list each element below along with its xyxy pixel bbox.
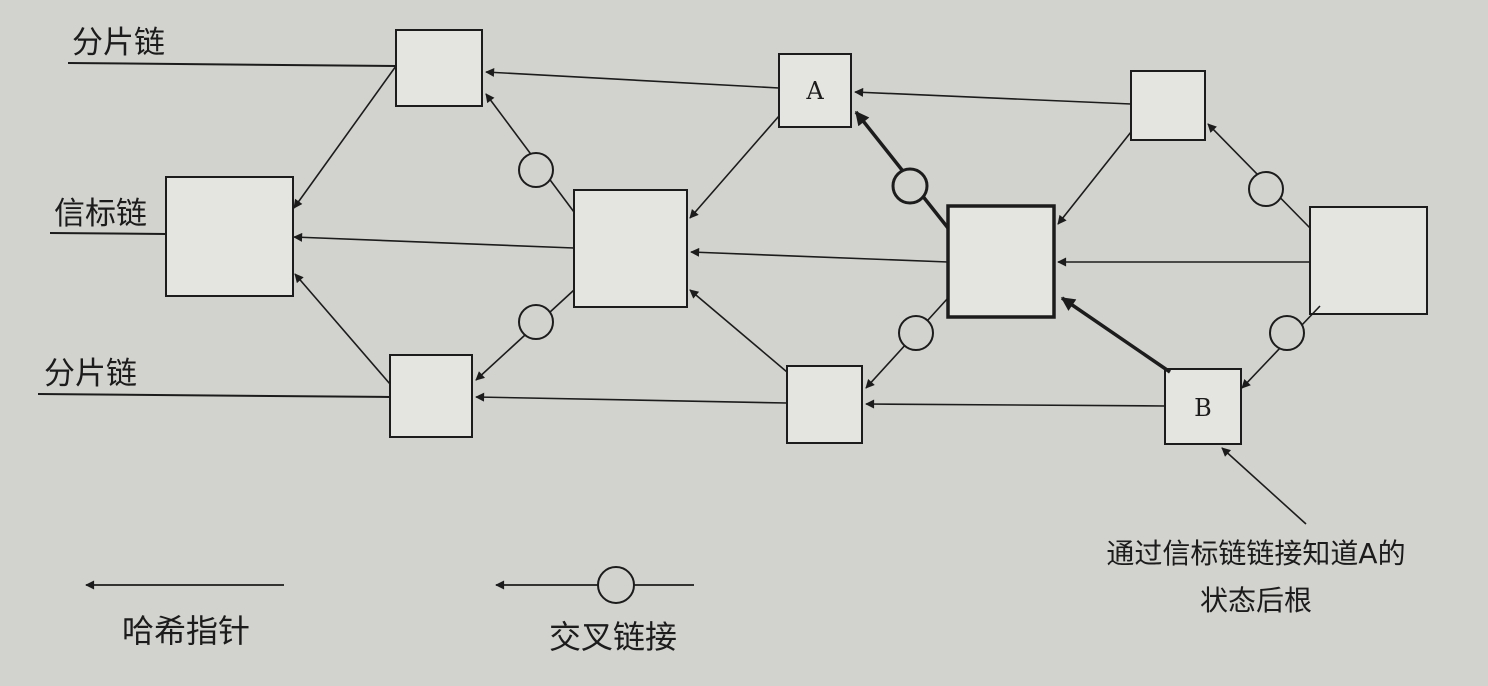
legend-cross-link-label: 交叉链接 (549, 618, 677, 656)
block-b-label: B (1194, 394, 1212, 422)
cross-link (865, 297, 949, 389)
hash-pointer-arrow (475, 392, 788, 404)
hash-pointer-arrows (293, 65, 1310, 525)
block-a-label: A (805, 77, 824, 105)
cross-link (1241, 305, 1321, 389)
annotation-pointer-arrow (1221, 447, 1307, 525)
annotation-line-2: 状态后根 (1200, 584, 1312, 617)
shard-top-block-a (778, 53, 852, 128)
hash-pointer-arrow (485, 67, 780, 89)
hash-pointer-arrow (865, 399, 1166, 409)
chain-label-shard-top: 分片链 (72, 25, 165, 61)
shard-bottom-block-b (1164, 368, 1242, 445)
beacon-block-4 (1309, 206, 1428, 315)
bold-hash-pointer-arrow (1060, 296, 1171, 374)
shard-top-block-3 (1130, 70, 1206, 141)
hash-pointer-arrow (293, 65, 397, 209)
cross-link-bold (854, 110, 950, 230)
blocks (165, 29, 1428, 445)
cross-link-arrows (475, 93, 1321, 389)
hash-pointer-arrow (689, 115, 780, 219)
beacon-block-1 (165, 176, 294, 297)
chain-label-beacon: 信标链 (54, 196, 147, 232)
hash-pointer-arrow (689, 289, 788, 373)
cross-link (1207, 123, 1311, 229)
hash-pointer-arrow (293, 232, 575, 249)
cross-link (475, 289, 575, 381)
annotation-line-1: 通过信标链链接知道A的 (1106, 537, 1405, 570)
hash-pointer-arrow (1057, 131, 1132, 225)
legend-cross-link (495, 566, 694, 604)
chain-label-shard-bottom: 分片链 (44, 356, 137, 392)
hash-pointer-arrow (690, 247, 949, 263)
beacon-block-2 (573, 189, 688, 308)
legend (85, 566, 694, 604)
hash-pointer-arrow (294, 273, 391, 385)
chain-lines (37, 62, 397, 398)
shard-top-block-1 (395, 29, 483, 107)
shard-bottom-block-1 (389, 354, 473, 438)
beacon-block-3 (946, 204, 1056, 319)
bold-arrows (1060, 296, 1171, 374)
legend-hash-pointer-label: 哈希指针 (122, 612, 250, 650)
cross-link (485, 93, 575, 213)
shard-bottom-block-2 (786, 365, 863, 444)
hash-pointer-arrow (854, 87, 1132, 105)
